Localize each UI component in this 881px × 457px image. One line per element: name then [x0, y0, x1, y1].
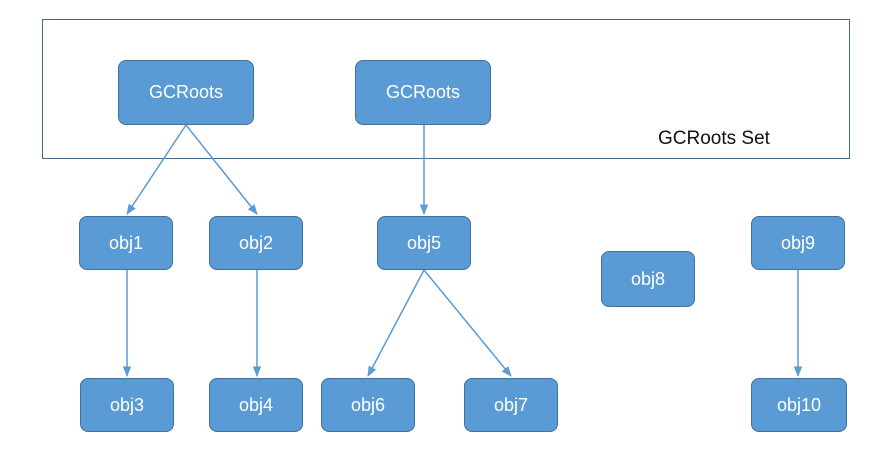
node-obj1: obj1	[79, 216, 173, 270]
gcroots-node-1: GCRoots	[118, 60, 254, 125]
edge-obj5-to-obj6	[367, 269, 425, 377]
node-obj7: obj7	[464, 378, 558, 432]
node-obj10: obj10	[751, 378, 847, 432]
gcroots-node-2: GCRoots	[355, 60, 491, 125]
node-obj2: obj2	[209, 216, 303, 270]
edge-obj5-to-obj7	[423, 269, 512, 377]
node-obj5: obj5	[377, 216, 471, 270]
node-obj4: obj4	[209, 378, 303, 432]
node-obj6: obj6	[321, 378, 415, 432]
node-obj3: obj3	[80, 378, 174, 432]
gcroots-set-label: GCRoots Set	[658, 128, 770, 149]
node-obj8: obj8	[601, 251, 695, 307]
node-obj9: obj9	[751, 216, 845, 270]
